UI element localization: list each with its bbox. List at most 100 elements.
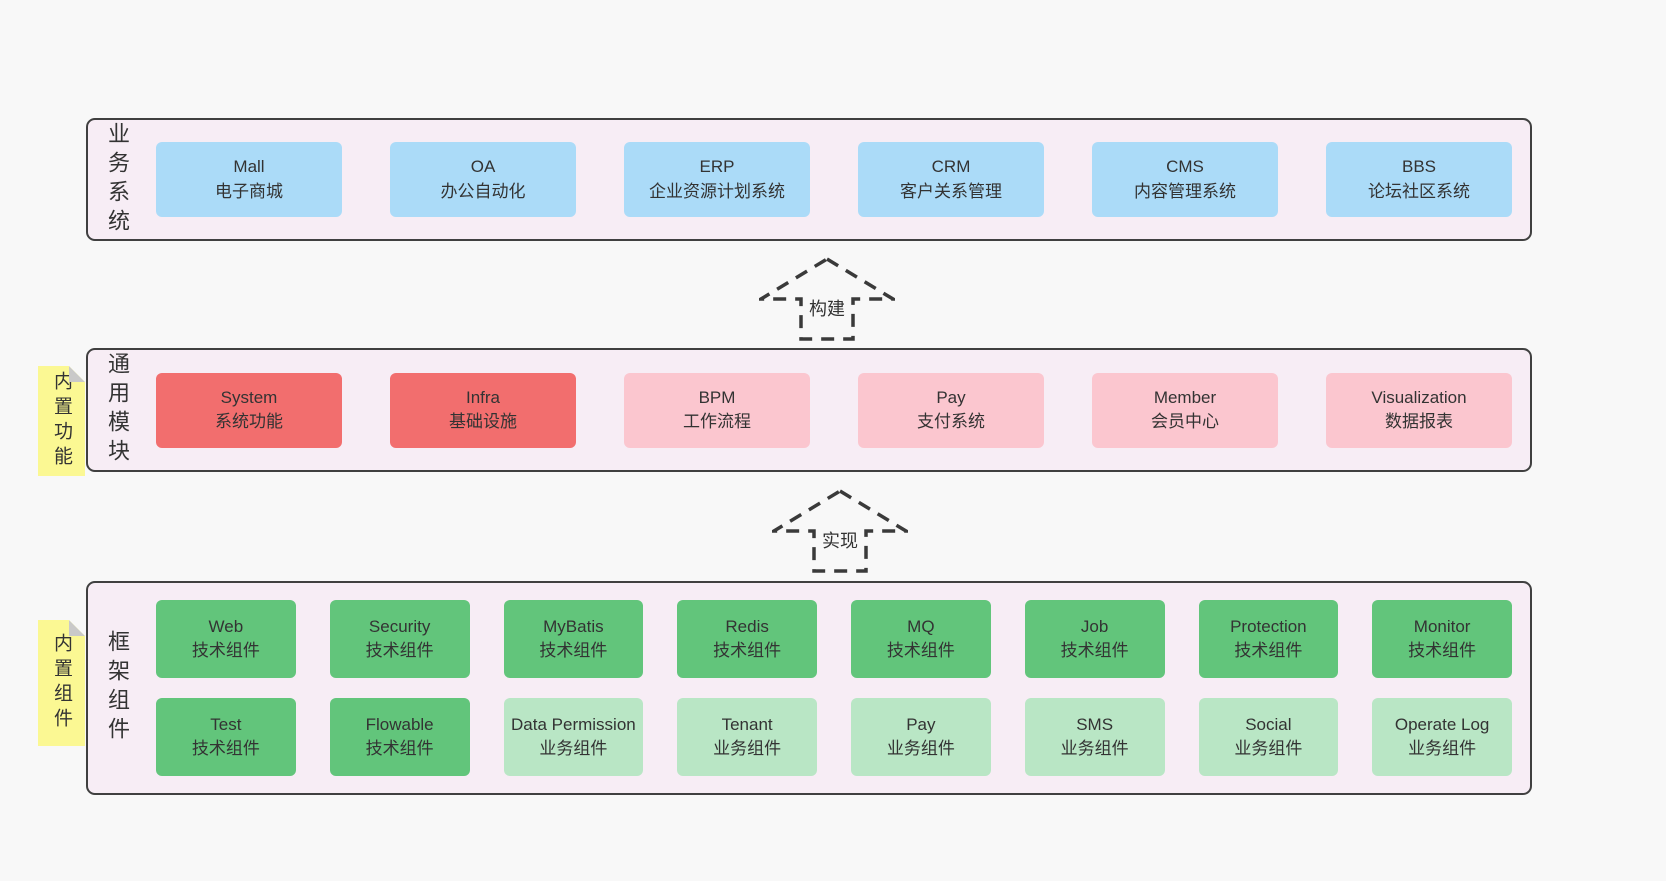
module-name-en: MQ [907,616,935,636]
sticky-note-builtin-features: 内置功能 [38,366,85,476]
module-name-zh: 技术组件 [191,739,260,758]
module-name-en: Monitor [1413,616,1471,636]
module-name-zh: 业务组件 [713,739,782,758]
module-name-zh: 数据报表 [1385,412,1453,431]
module-box-test: Test 技术组件 [156,698,296,776]
module-name-en: ERP [699,157,735,177]
module-name-en: SMS [1076,714,1114,734]
module-name-zh: 业务组件 [539,739,608,758]
module-box-flowable: Flowable 技术组件 [329,698,470,776]
module-name-zh: 会员中心 [1151,412,1219,431]
module-name-zh: 办公自动化 [440,181,526,201]
module-name-en: Tenant [721,714,773,734]
module-name-en: Infra [465,387,501,407]
module-name-en: Test [210,714,242,734]
module-name-en: CRM [931,157,971,177]
module-box-oa: OA 办公自动化 [390,142,576,217]
module-name-zh: 业务组件 [1408,739,1477,758]
module-name-en: OA [470,157,496,177]
band-label-components: 框架组件 [105,630,130,746]
module-box-pay: Pay 支付系统 [858,372,1044,448]
sticky-note-builtin-components: 内置组件 [38,620,85,746]
module-name-en: Data Permission [511,714,636,734]
module-name-en: Redis [725,616,769,636]
band-business-systems: 业务系统 Mall 电子商城 OA 办公自动化 ERP 企业资源计划系统 CRM 客户关系管理… [86,118,1532,241]
module-box-member: Member 会员中心 [1092,372,1278,448]
module-name-en: Pay [936,387,966,407]
module-name-en: BBS [1401,157,1437,177]
module-name-en: Protection [1230,616,1307,636]
module-box-redis: Redis 技术组件 [677,600,817,678]
module-name-zh: 企业资源计划系统 [649,181,785,201]
module-name-zh: 系统功能 [215,412,283,431]
module-name-zh: 技术组件 [1234,641,1303,660]
module-name-zh: 业务组件 [1234,739,1303,758]
module-box-social: Social 业务组件 [1198,698,1339,776]
module-box-sms: SMS 业务组件 [1024,698,1165,776]
module-name-en: Security [368,616,431,636]
module-box-system: System 系统功能 [156,372,342,448]
module-name-en: Mall [233,157,265,177]
module-name-zh: 论坛社区系统 [1368,181,1470,201]
sticky-note-text: 内置功能 [51,371,72,471]
module-name-zh: 技术组件 [886,641,955,660]
module-name-en: Web [208,616,244,636]
module-name-en: Job [1080,616,1109,636]
module-name-zh: 支付系统 [917,412,985,431]
module-row: Mall 电子商城 OA 办公自动化 ERP 企业资源计划系统 CRM 客户关系管理 CMS 内容… [156,142,1512,217]
module-box-tenant: Tenant 业务组件 [677,698,817,776]
dashed-up-arrow-implement: 实现 [772,489,908,573]
module-name-en: Visualization [1371,387,1467,407]
module-box-data-permission: Data Permission 业务组件 [503,698,644,776]
module-name-zh: 客户关系管理 [900,181,1002,201]
module-name-en: System [220,387,278,407]
module-name-en: Flowable [365,714,434,734]
module-name-en: MyBatis [543,616,604,636]
module-name-en: BPM [698,387,736,407]
module-name-zh: 内容管理系统 [1134,181,1236,201]
module-name-zh: 技术组件 [539,641,608,660]
module-name-en: Pay [906,714,936,734]
module-name-zh: 电子商城 [215,181,283,201]
module-box-erp: ERP 企业资源计划系统 [624,142,810,217]
module-name-zh: 技术组件 [365,641,434,660]
module-name-zh: 技术组件 [1408,641,1477,660]
module-name-zh: 工作流程 [683,412,751,431]
module-box-mybatis: MyBatis 技术组件 [503,600,644,678]
module-box-bbs: BBS 论坛社区系统 [1326,142,1512,217]
module-name-zh: 技术组件 [1060,641,1129,660]
up-arrow-icon [759,257,895,341]
module-box-web: Web 技术组件 [156,600,296,678]
module-name-zh: 技术组件 [713,641,782,660]
module-name-en: CMS [1166,157,1204,177]
module-box-job: Job 技术组件 [1024,600,1165,678]
module-box-crm: CRM 客户关系管理 [858,142,1044,217]
dashed-up-arrow-build: 构建 [759,257,895,341]
module-box-protection: Protection 技术组件 [1198,600,1339,678]
arrow-label-implement: 实现 [818,526,862,554]
sticky-note-text: 内置组件 [51,633,72,733]
module-name-zh: 业务组件 [1060,739,1129,758]
band-label-business: 业务系统 [105,121,130,238]
arrow-label-build: 构建 [805,294,849,322]
module-box-mall: Mall 电子商城 [156,142,342,217]
module-box-mq: MQ 技术组件 [851,600,991,678]
band-content-business: Mall 电子商城 OA 办公自动化 ERP 企业资源计划系统 CRM 客户关系管理 CMS 内容… [156,142,1512,217]
module-name-en: Social [1245,714,1292,734]
module-name-en: Member [1153,387,1217,407]
module-box-cms: CMS 内容管理系统 [1092,142,1278,217]
module-box-monitor: Monitor 技术组件 [1372,600,1512,678]
module-name-zh: 技术组件 [365,739,434,758]
module-box-security: Security 技术组件 [329,600,470,678]
module-name-zh: 技术组件 [191,641,260,660]
module-name-zh: 业务组件 [886,739,955,758]
module-box-visualization: Visualization 数据报表 [1326,372,1512,448]
